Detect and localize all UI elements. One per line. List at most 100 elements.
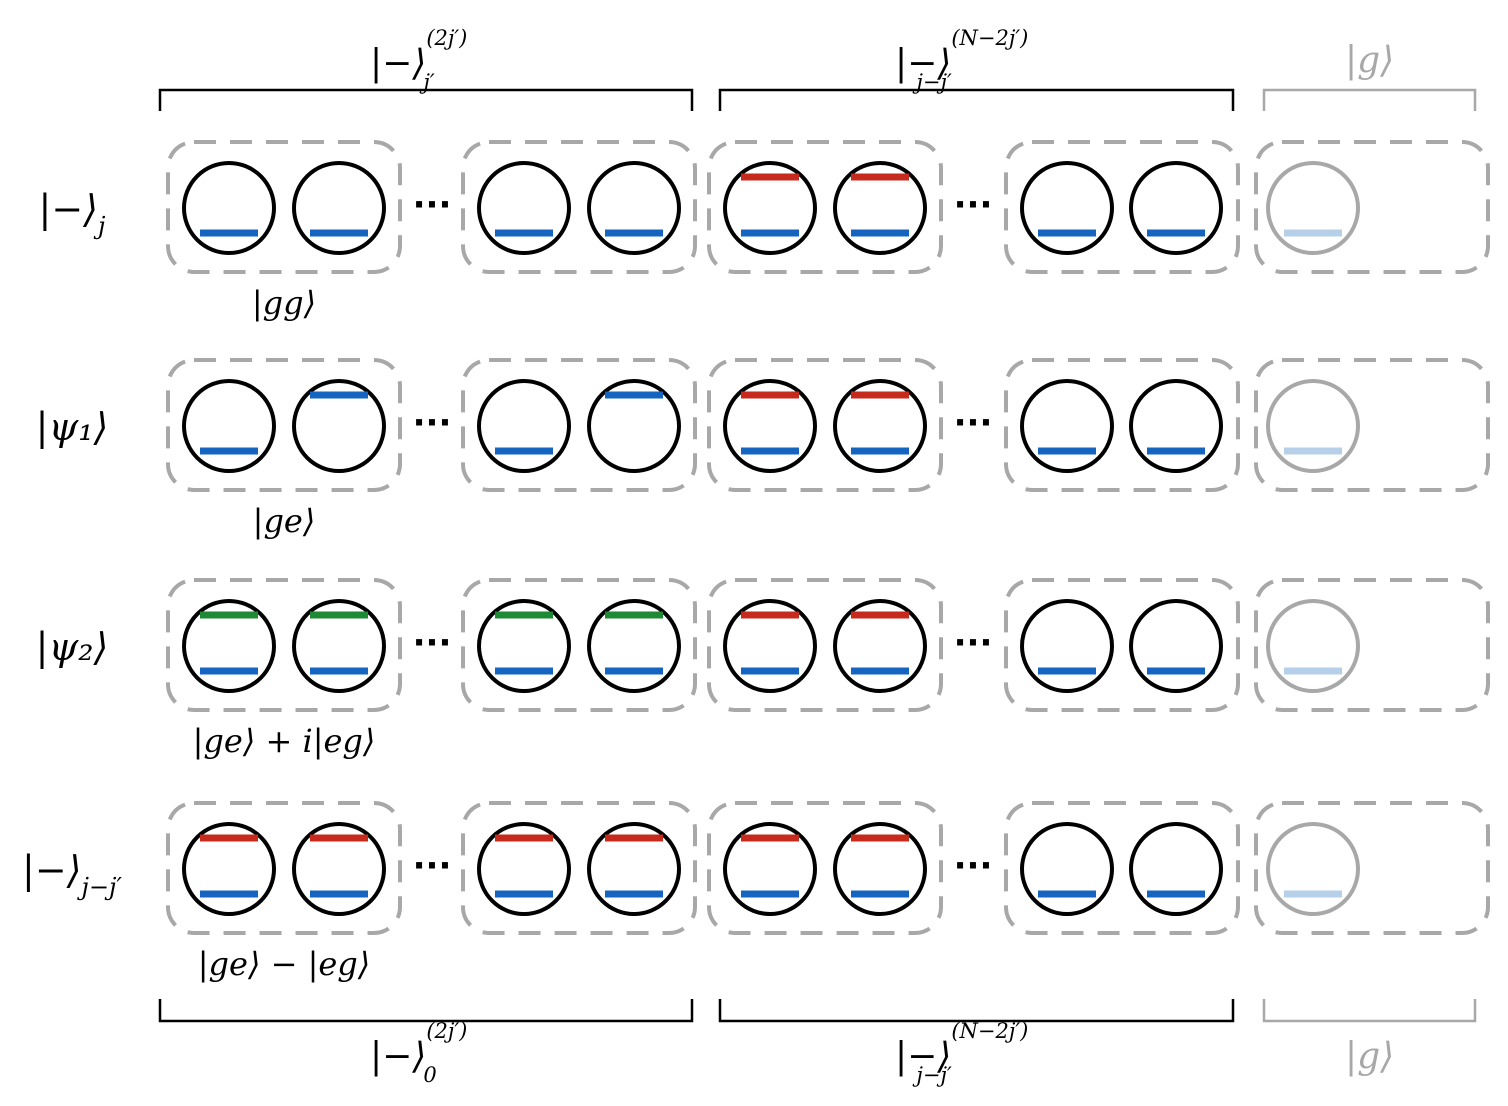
excited-level-red [851,834,909,842]
qubit-site [182,599,276,693]
pair-box [166,140,402,274]
pair-box [1004,140,1240,274]
pair-box [166,358,402,492]
ground-level [495,890,553,898]
bottom-brackets [158,999,1477,1023]
qubit-site [833,379,927,473]
ground-level-faded [1284,890,1342,898]
ground-level-faded [1284,447,1342,455]
qubit-site [182,379,276,473]
ground-level [741,229,799,237]
ground-level [310,667,368,675]
excited-level-green [200,611,258,619]
ground-level [200,447,258,455]
qubit-site [833,161,927,255]
row-label: |−⟩j−j′ [22,848,122,901]
row-label-base: |ψ₂⟩ [36,625,109,669]
ground-level [605,229,663,237]
ground-level [741,447,799,455]
state-row: |−⟩j······|gg⟩ [39,140,1490,322]
pair-state-label: |ge⟩ − |eg⟩ [198,945,371,983]
pair-box [1004,358,1240,492]
ellipsis: ··· [954,846,993,886]
ellipsis: ··· [413,623,452,663]
top-brackets [158,88,1477,111]
ellipsis: ··· [954,403,993,443]
state-row: |ψ₁⟩ ··· ··· |ge⟩ [36,358,1490,540]
ground-level [741,667,799,675]
excited-level-red [741,391,799,399]
qubit-site [1129,379,1223,473]
excited-level-red [741,834,799,842]
qubit-site [1020,379,1114,473]
ancilla-site [1266,379,1360,473]
bottom-bracket-right-label: |g⟩ [1345,1036,1394,1077]
row-label: |ψ₁⟩ [36,405,109,449]
excited-level-red [310,834,368,842]
ground-level [1147,890,1205,898]
raised-level [310,391,368,399]
excited-level-red [741,173,799,181]
excited-level-green [310,611,368,619]
qubit-site [477,379,571,473]
ancilla-site [1266,161,1360,255]
qubit-site [477,161,571,255]
ground-level [200,229,258,237]
qubit-site [723,822,817,916]
ellipsis: ··· [954,623,993,663]
bottom-bracket-middle-label: |−⟩(N−2j′)j−j′ [895,1019,1028,1087]
qubit-site [1129,822,1223,916]
pair-box [1004,801,1240,935]
ground-level [495,667,553,675]
ground-level [495,447,553,455]
ground-level [851,890,909,898]
pair-state-label: |ge⟩ + i|eg⟩ [193,722,376,760]
pair-box [461,801,697,935]
raised-level [605,391,663,399]
ancilla-site [1266,599,1360,693]
qubit-site [1129,599,1223,693]
pair-box [707,801,943,935]
qubit-site [833,822,927,916]
ground-level [1147,667,1205,675]
pair-box [707,140,943,274]
ground-level [310,229,368,237]
top-bracket-middle-label: |−⟩(N−2j′)j−j′ [895,26,1028,94]
qubit-site [1020,599,1114,693]
ground-level [200,667,258,675]
bottom-bracket-left-label: |−⟩(2j′)0 [370,1019,467,1087]
row-label-base: |−⟩ [39,187,98,231]
excited-level-red [851,173,909,181]
qubit-site [1129,161,1223,255]
ground-level [495,229,553,237]
pair-box [461,578,697,712]
row-label: |ψ₂⟩ [36,625,109,669]
ground-level [605,890,663,898]
pair-box [1254,801,1490,935]
qubit-site [587,379,681,473]
qubit-site [477,599,571,693]
ground-level [1038,229,1096,237]
excited-level-red [495,834,553,842]
qubit-site [292,161,386,255]
row-label-base: |ψ₁⟩ [36,405,109,449]
qubit-site [723,599,817,693]
qubit-site [1020,161,1114,255]
ground-level [1038,667,1096,675]
qubit-site [833,599,927,693]
ground-level [1038,890,1096,898]
qubit-site [182,161,276,255]
row-label: |−⟩j [39,187,106,240]
excited-level-red [605,834,663,842]
top-bracket-left [158,88,694,111]
qubit-site [587,822,681,916]
ellipsis: ··· [954,185,993,225]
qubit-site [292,379,386,473]
pair-state-label: |ge⟩ [253,502,316,540]
ellipsis: ··· [413,403,452,443]
row-label-subscript: j−j′ [77,873,123,901]
pair-box [461,140,697,274]
qubit-site [723,161,817,255]
excited-level-green [605,611,663,619]
